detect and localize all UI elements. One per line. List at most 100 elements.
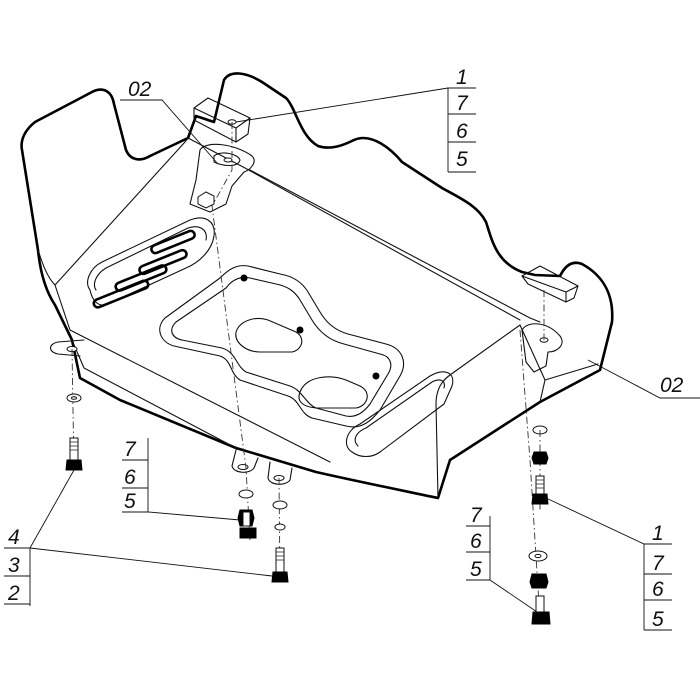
callout-bottom-center-1: 7 bbox=[470, 504, 483, 527]
bolt-left-thread bbox=[70, 441, 78, 451]
callout-02-top: 02 bbox=[128, 78, 152, 101]
callout-top-right-3: 6 bbox=[456, 120, 468, 143]
stiffening-ribs bbox=[159, 265, 454, 458]
callout-bottom-right-3: 6 bbox=[652, 578, 664, 601]
plate-right-face bbox=[521, 275, 579, 303]
rib-outer bbox=[159, 265, 404, 428]
leader-bottom-left-b bbox=[29, 547, 273, 577]
bolt-mid-head bbox=[271, 571, 289, 583]
plate-top-face bbox=[193, 107, 251, 143]
bolt-right-upper-shank bbox=[535, 475, 545, 495]
washer-mid bbox=[272, 500, 288, 510]
bolt-mid-left-head bbox=[239, 527, 257, 539]
vent-slot-1 bbox=[150, 229, 196, 255]
bracket-right bbox=[521, 323, 563, 373]
bracket-top-left-hole bbox=[223, 157, 233, 163]
right-wall-edge bbox=[435, 324, 521, 499]
skid-plate-outline bbox=[20, 72, 614, 500]
bolt-left-head bbox=[65, 459, 83, 471]
callout-02-right: 02 bbox=[660, 374, 684, 397]
washer-mid-2 bbox=[274, 523, 286, 531]
callout-bottom-left-1: 4 bbox=[8, 526, 20, 549]
rib-inner bbox=[171, 276, 392, 417]
callout-bottom-left-3: 2 bbox=[7, 582, 20, 605]
fastener-right-lower bbox=[528, 550, 551, 625]
right-wall-top bbox=[519, 324, 599, 381]
right-wall-inner bbox=[539, 379, 546, 403]
callout-bottom-center-2: 6 bbox=[470, 530, 482, 553]
rib-long-inner bbox=[354, 379, 445, 447]
axis-right-low bbox=[519, 329, 541, 621]
bracket-right-body bbox=[521, 323, 563, 373]
bracket-top-left bbox=[189, 143, 255, 213]
bracket-top-left-body bbox=[189, 143, 255, 213]
bracket-top-left-nut bbox=[197, 191, 215, 209]
callout-top-right-4: 5 bbox=[456, 148, 468, 171]
washer-right-lower-hole bbox=[534, 553, 542, 559]
washer-mid-left-1 bbox=[238, 489, 254, 499]
leader-bottom-center bbox=[466, 516, 541, 615]
bolt-mid-left-shank bbox=[242, 511, 251, 527]
washer-left-hole bbox=[71, 396, 77, 400]
leader-top-right bbox=[235, 87, 476, 123]
leader-bottom-left-a bbox=[29, 469, 75, 549]
fastener-right-upper bbox=[531, 451, 549, 505]
front-lip bbox=[71, 339, 237, 449]
plate-top bbox=[193, 97, 251, 143]
axis-top-left bbox=[211, 122, 251, 541]
nut-right-lower bbox=[529, 573, 549, 589]
fold-line-top-inner bbox=[249, 169, 541, 323]
leader-bottom-right-box bbox=[643, 544, 672, 631]
axis-mid bbox=[278, 477, 281, 581]
bolt-right-upper-head bbox=[531, 493, 549, 505]
vent-slot-4 bbox=[92, 279, 150, 309]
bolt-right-lower-head bbox=[531, 611, 551, 625]
leader-top-right-box bbox=[447, 88, 476, 173]
callout-mid-left-3: 5 bbox=[124, 490, 136, 513]
rivet-1 bbox=[240, 274, 248, 282]
bolt-mid-thread bbox=[276, 551, 284, 561]
callout-bottom-right-2: 7 bbox=[652, 552, 665, 575]
callout-bottom-right-1: 1 bbox=[652, 522, 664, 545]
plate-right bbox=[521, 265, 579, 303]
vent-pocket bbox=[87, 217, 215, 309]
fastener-mid-left bbox=[237, 489, 257, 539]
bracket-top-left-slot bbox=[213, 152, 241, 167]
left-mount-tab bbox=[49, 339, 85, 357]
axis-left bbox=[71, 348, 75, 471]
leader-02-right bbox=[587, 359, 700, 399]
callout-top-right-1: 1 bbox=[456, 66, 468, 89]
callout-bottom-left-2: 3 bbox=[8, 554, 20, 577]
bolt-right-lower-shank bbox=[535, 595, 545, 613]
callout-mid-left-2: 6 bbox=[124, 466, 136, 489]
rib-tongue-2 bbox=[298, 376, 368, 409]
rib-tongue-1 bbox=[235, 317, 303, 353]
fastener-mid bbox=[271, 500, 289, 583]
vent-pocket-inner bbox=[93, 226, 207, 291]
callout-labels: 1 7 6 5 02 02 7 6 5 4 3 2 7 6 5 1 7 6 5 bbox=[7, 66, 684, 631]
callout-bottom-center-3: 5 bbox=[470, 558, 482, 581]
leader-lines bbox=[4, 87, 700, 631]
mid-mount-tab-2 bbox=[267, 461, 293, 485]
leader-bottom-left-box bbox=[4, 547, 31, 606]
fold-line-top bbox=[187, 137, 521, 321]
fold-line-left bbox=[54, 284, 331, 463]
plate-top-outline bbox=[193, 97, 251, 143]
rivet-2 bbox=[296, 326, 304, 334]
mid-mount-hole-1 bbox=[237, 464, 249, 470]
fastener-left bbox=[65, 393, 83, 471]
bolt-left-shank bbox=[69, 437, 79, 461]
mid-mount-tab-1 bbox=[231, 449, 259, 473]
callout-top-right-2: 7 bbox=[456, 92, 469, 115]
rib-long bbox=[345, 371, 454, 458]
leader-mid-left bbox=[122, 438, 241, 521]
nut-right-upper bbox=[531, 451, 549, 465]
rivet-3 bbox=[372, 372, 380, 380]
left-wall-face bbox=[37, 137, 189, 286]
skid-plate bbox=[20, 72, 614, 500]
plate-right-outline bbox=[521, 265, 579, 303]
callout-mid-left-1: 7 bbox=[124, 438, 137, 461]
bolt-right-upper-thread bbox=[536, 479, 544, 489]
